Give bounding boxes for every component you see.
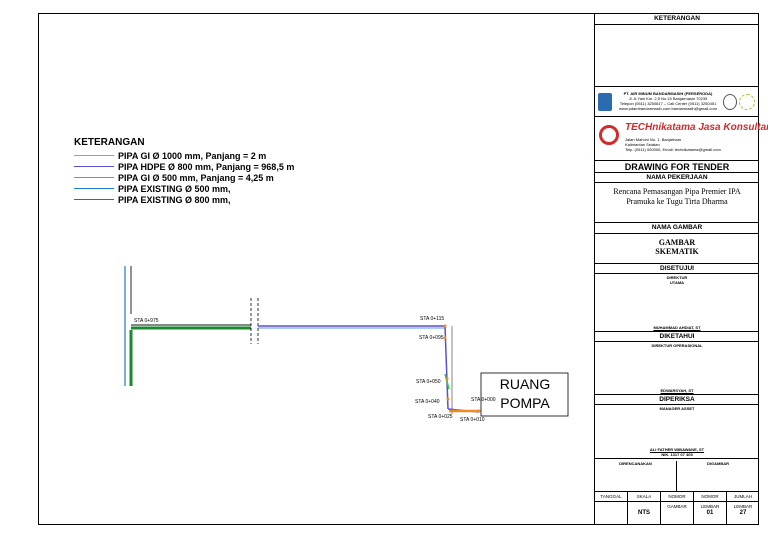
tb-nama-gambar-2: SKEMATIK: [655, 247, 699, 256]
legend-label: PIPA GI Ø 500 mm, Panjang = 4,25 m: [118, 172, 274, 183]
legend-label: PIPA HDPE Ø 800 mm, Panjang = 968,5 m: [118, 161, 295, 172]
col-header-skala: SKALA: [628, 492, 661, 501]
tb-signers: DIRENCANAKAN DIGAMBAR: [595, 459, 759, 492]
legend-line-blue: [74, 188, 114, 189]
disetujui-name: MUHAMMAD AHDIAT, ST: [653, 325, 701, 330]
tb-diperiksa: MANAGER ASSET ALI FATHER WIBAWANE, ST NI…: [595, 405, 759, 459]
diketahui-role: DIREKTUR OPERASIONAL: [651, 343, 703, 348]
pdam-logo-icon: [598, 93, 612, 111]
legend-line-darkgreen: [74, 199, 114, 200]
tb-drawing-for: DRAWING FOR TENDER: [595, 161, 759, 173]
legend-item-existing-800: PIPA EXISTING Ø 800 mm,: [74, 194, 294, 205]
tb-nama-gambar-1: GAMBAR: [658, 238, 696, 247]
sta-label-975: STA 0+975: [134, 318, 159, 324]
disetujui-role-2: UTAMA: [669, 280, 685, 285]
legend-item-gi-500: PIPA GI Ø 500 mm, Panjang = 4,25 m: [74, 172, 294, 183]
legend-label: PIPA GI Ø 1000 mm, Panjang = 2 m: [118, 150, 267, 161]
col-header-tanggal: TANGGAL: [595, 492, 628, 501]
pump-room-box: [480, 372, 569, 417]
sta-label-000: STA 0+000: [471, 397, 496, 403]
legend-line-orange: [74, 155, 114, 156]
sta-marker-115: [443, 324, 447, 328]
sta-label-095: STA 0+095: [419, 335, 444, 341]
tb-info-headers: TANGGAL SKALA NOMOR GAMBAR NOMOR LEMBAR …: [595, 492, 759, 509]
consultant-address: Jalan Mahoni No. 1, Banjarbaru: [625, 137, 682, 142]
col-header-jumlah-lembar: JUMLAH LEMBAR: [733, 494, 753, 509]
legend-line-green: [74, 177, 114, 178]
direncanakan-label: DIRENCANAKAN: [595, 461, 677, 492]
tb-disetujui: DIREKTUR UTAMA MUHAMMAD AHDIAT, ST: [595, 274, 759, 332]
nomor-gambar-value: [661, 502, 694, 524]
nomor-lembar-value: 01: [694, 502, 727, 524]
consultant-name: TECHnikatama Jasa Konsultan: [625, 122, 768, 133]
sta-label-010: STA 0+010: [460, 417, 485, 423]
legend-label: PIPA EXISTING Ø 500 mm,: [118, 183, 231, 194]
pump-room-label-2: POMPA: [500, 395, 550, 411]
tb-diketahui-label: DIKETAHUI: [595, 332, 759, 342]
certification-icon: [723, 94, 737, 110]
pipe-schematic: STA 0+975 STA 0+115 STA 0+095 STA 0+050 …: [124, 266, 569, 423]
sphere-logo-icon: [739, 94, 755, 110]
sta-label-115: STA 0+115: [420, 316, 444, 322]
col-header-nomor-lembar: NOMOR LEMBAR: [694, 492, 727, 509]
skala-value: NTS: [628, 502, 661, 524]
tb-keterangan: KETERANGAN: [595, 14, 759, 25]
legend: KETERANGAN PIPA GI Ø 1000 mm, Panjang = …: [74, 137, 294, 205]
tb-company-consultant: TECHnikatama Jasa Konsultan Jalan Mahoni…: [595, 117, 768, 161]
tb-nama-gambar: GAMBAR SKEMATIK: [595, 234, 759, 264]
sta-label-050: STA 0+050: [416, 379, 441, 385]
pump-room-label-1: RUANG: [500, 376, 551, 392]
col-header-nomor-gambar: NOMOR GAMBAR: [661, 492, 694, 509]
tb-company-pdam: PT. AIR MINUM BANDARMASIH (PERSERODA) Jl…: [595, 87, 759, 117]
digambar-label: DIGAMBAR: [707, 461, 729, 466]
sta-label-025: STA 0+025: [428, 414, 453, 420]
title-block: KETERANGAN PT. AIR MINUM BANDARMASIH (PE…: [594, 14, 768, 524]
schematic-area: KETERANGAN PIPA GI Ø 1000 mm, Panjang = …: [39, 14, 594, 524]
sta-label-040: STA 0+040: [415, 399, 440, 405]
legend-item-gi-1000: PIPA GI Ø 1000 mm, Panjang = 2 m: [74, 150, 294, 161]
tanggal-value: [595, 502, 628, 524]
sta-marker-095: [443, 336, 447, 340]
tb-nama-pekerjaan: Rencana Pemasangan Pipa Premier IPA Pram…: [595, 183, 759, 223]
legend-title: KETERANGAN: [74, 137, 145, 148]
pipe-hdpe-800-vertical: [444, 325, 449, 410]
legend-line-purple: [74, 166, 114, 167]
tb-diperiksa-label: DIPERIKSA: [595, 395, 759, 405]
diperiksa-role: MANAGER ASSET: [659, 406, 695, 411]
sta-marker-050: [445, 377, 449, 381]
tb-nama-pekerjaan-label: NAMA PEKERJAAN: [595, 173, 759, 183]
jumlah-lembar-value: 27: [739, 510, 747, 516]
tb-disetujui-label: DISETUJUI: [595, 264, 759, 274]
pdam-address: Jl. A.Yani Km. 2,5 No.15 Banjarmasin 702…: [628, 96, 708, 101]
disetujui-role-1: DIREKTUR: [666, 275, 688, 280]
tb-notes-area: [595, 25, 759, 87]
diketahui-name: EDWARSYAH, ST: [660, 388, 694, 393]
consultant-region: Kalimantan Selatan: [625, 142, 660, 147]
legend-label: PIPA EXISTING Ø 800 mm,: [118, 194, 231, 205]
sta-marker-040: [446, 397, 450, 401]
tb-nama-gambar-label: NAMA GAMBAR: [595, 223, 759, 234]
pdam-phone: Telepon (0511) 3250817 – Call Center (05…: [619, 101, 717, 106]
diperiksa-name: ALI FATHER WIBAWANE, ST: [649, 447, 705, 452]
pdam-web: www.pdambandarmasih.com bandarmasih@gmai…: [619, 106, 717, 111]
pdam-name: PT. AIR MINUM BANDARMASIH (PERSERODA): [623, 91, 713, 96]
drawing-frame: KETERANGAN PIPA GI Ø 1000 mm, Panjang = …: [38, 13, 768, 525]
consultant-logo-icon: [599, 125, 619, 145]
tb-diketahui: DIREKTUR OPERASIONAL EDWARSYAH, ST: [595, 342, 759, 395]
diperiksa-nik: NIK. 1317 07 405: [661, 452, 693, 457]
legend-item-hdpe-800: PIPA HDPE Ø 800 mm, Panjang = 968,5 m: [74, 161, 294, 172]
sta-marker-000: [477, 409, 481, 413]
legend-item-existing-500: PIPA EXISTING Ø 500 mm,: [74, 183, 294, 194]
tb-info-values: NTS 01 27: [595, 502, 759, 524]
pipe-gi-500-segment: [444, 373, 450, 390]
consultant-contact: Telp. (0511) 000000, Email: technikatama…: [625, 147, 721, 152]
